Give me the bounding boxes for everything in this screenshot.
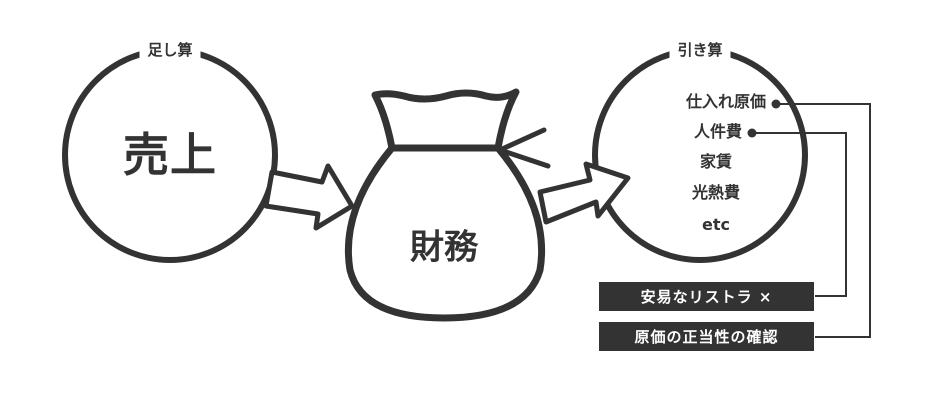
note-cost-validity-text: 原価の正当性の確認 [634, 328, 779, 346]
bullet-dot-jinken [747, 128, 757, 138]
deduction-item-jinken: 人件費 [693, 122, 742, 141]
left-block-arrow [263, 163, 355, 231]
deduction-item-genka: 仕入れ原価 [685, 92, 766, 111]
connector-genka [776, 103, 871, 338]
sales-label: 売上 [123, 128, 217, 182]
note-box-restructuring: 安易なリストラ × [599, 282, 814, 311]
left-circle-title: 足し算 [139, 40, 201, 60]
note-restructuring-text: 安易なリストラ × [640, 288, 773, 306]
note-box-cost-validity: 原価の正当性の確認 [599, 322, 814, 351]
deduction-item-etc: etc [702, 215, 730, 234]
right-block-arrow [537, 161, 631, 225]
deduction-item-kounetsu: 光熱費 [691, 183, 741, 202]
right-circle-title: 引き算 [669, 40, 731, 60]
bullet-dot-genka [771, 99, 781, 109]
connector-lines [752, 103, 871, 338]
finance-label: 財務 [410, 227, 478, 268]
deduction-item-yachin: 家賃 [699, 152, 733, 171]
connector-jinken [752, 132, 847, 297]
money-bag-icon [344, 88, 551, 322]
